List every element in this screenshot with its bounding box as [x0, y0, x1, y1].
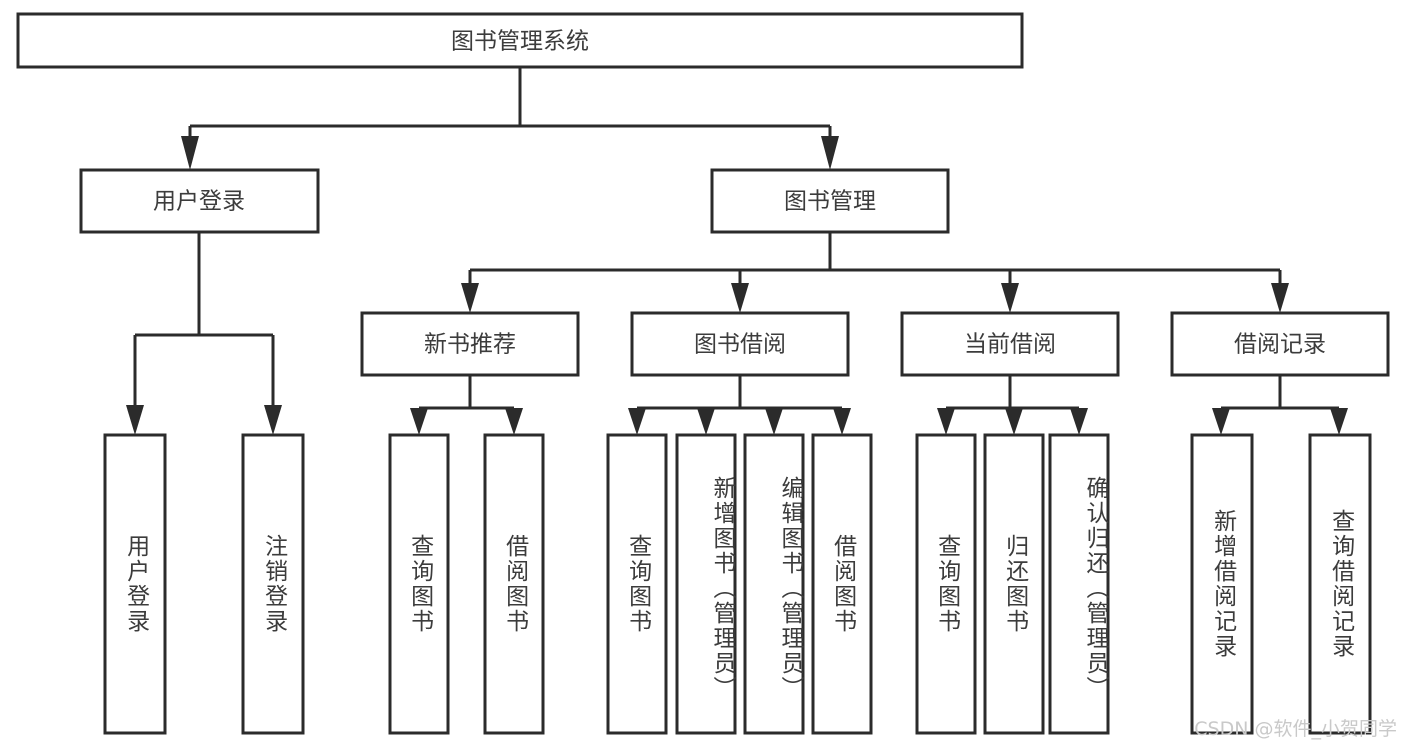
arrow-icon — [461, 283, 479, 313]
arrow-icon — [937, 408, 955, 435]
arrow-icon — [1070, 408, 1088, 435]
arrow-icon — [181, 136, 199, 170]
leaf-box[interactable] — [103, 433, 167, 735]
leaf-box[interactable] — [1308, 433, 1372, 735]
leaf-box[interactable] — [241, 433, 305, 735]
leaf-box[interactable] — [675, 433, 737, 735]
node-book-manage[interactable]: 图书管理 — [710, 168, 950, 234]
leaf-box[interactable] — [743, 433, 805, 735]
node-root[interactable]: 图书管理系统 — [16, 12, 1024, 69]
node-user-login[interactable]: 用户登录 — [79, 168, 320, 234]
arrow-icon — [1001, 283, 1019, 313]
node-book-borrow-label: 图书借阅 — [694, 332, 786, 358]
node-current-borrow[interactable]: 当前借阅 — [900, 311, 1120, 377]
arrow-icon — [821, 136, 839, 170]
arrow-icon — [1330, 408, 1348, 435]
arrow-icon — [833, 408, 851, 435]
csdn-watermark: CSDN @软件_小贺同学 — [1194, 718, 1397, 740]
leaf-box[interactable] — [483, 433, 545, 735]
leaf-box[interactable] — [1048, 433, 1110, 735]
leaf-box[interactable] — [811, 433, 873, 735]
connector-root-to-level2 — [181, 67, 839, 170]
node-root-label: 图书管理系统 — [451, 29, 589, 55]
leaf-box[interactable] — [983, 433, 1045, 735]
node-book-borrow[interactable]: 图书借阅 — [630, 311, 850, 377]
leaf-box[interactable] — [915, 433, 977, 735]
connector-borrowrecord-to-leaves — [1212, 375, 1348, 435]
arrow-icon — [505, 408, 523, 435]
arrow-icon — [697, 408, 715, 435]
arrow-icon — [1271, 283, 1289, 313]
leaf-box[interactable] — [1190, 433, 1254, 735]
connector-newbook-to-leaves — [410, 375, 523, 435]
leaf-box[interactable] — [388, 433, 450, 735]
arrow-icon — [628, 408, 646, 435]
arrow-icon — [126, 405, 144, 435]
node-borrow-record-label: 借阅记录 — [1234, 332, 1326, 358]
connector-bookborrow-to-leaves — [628, 375, 851, 435]
node-book-manage-label: 图书管理 — [784, 189, 876, 215]
arrow-icon — [264, 405, 282, 435]
connector-currentborrow-to-leaves — [937, 375, 1088, 435]
connector-userlogin-to-leaves — [126, 232, 282, 435]
arrow-icon — [1212, 408, 1230, 435]
node-current-borrow-label: 当前借阅 — [964, 332, 1056, 358]
connector-bookmanage-to-level3 — [461, 232, 1289, 313]
node-borrow-record[interactable]: 借阅记录 — [1170, 311, 1390, 377]
node-user-login-label: 用户登录 — [153, 189, 245, 215]
arrow-icon — [410, 408, 428, 435]
arrow-icon — [765, 408, 783, 435]
arrow-icon — [731, 283, 749, 313]
node-new-book-recommend[interactable]: 新书推荐 — [360, 311, 580, 377]
arrow-icon — [1005, 408, 1023, 435]
leaf-box[interactable] — [606, 433, 668, 735]
node-new-book-recommend-label: 新书推荐 — [424, 332, 516, 358]
